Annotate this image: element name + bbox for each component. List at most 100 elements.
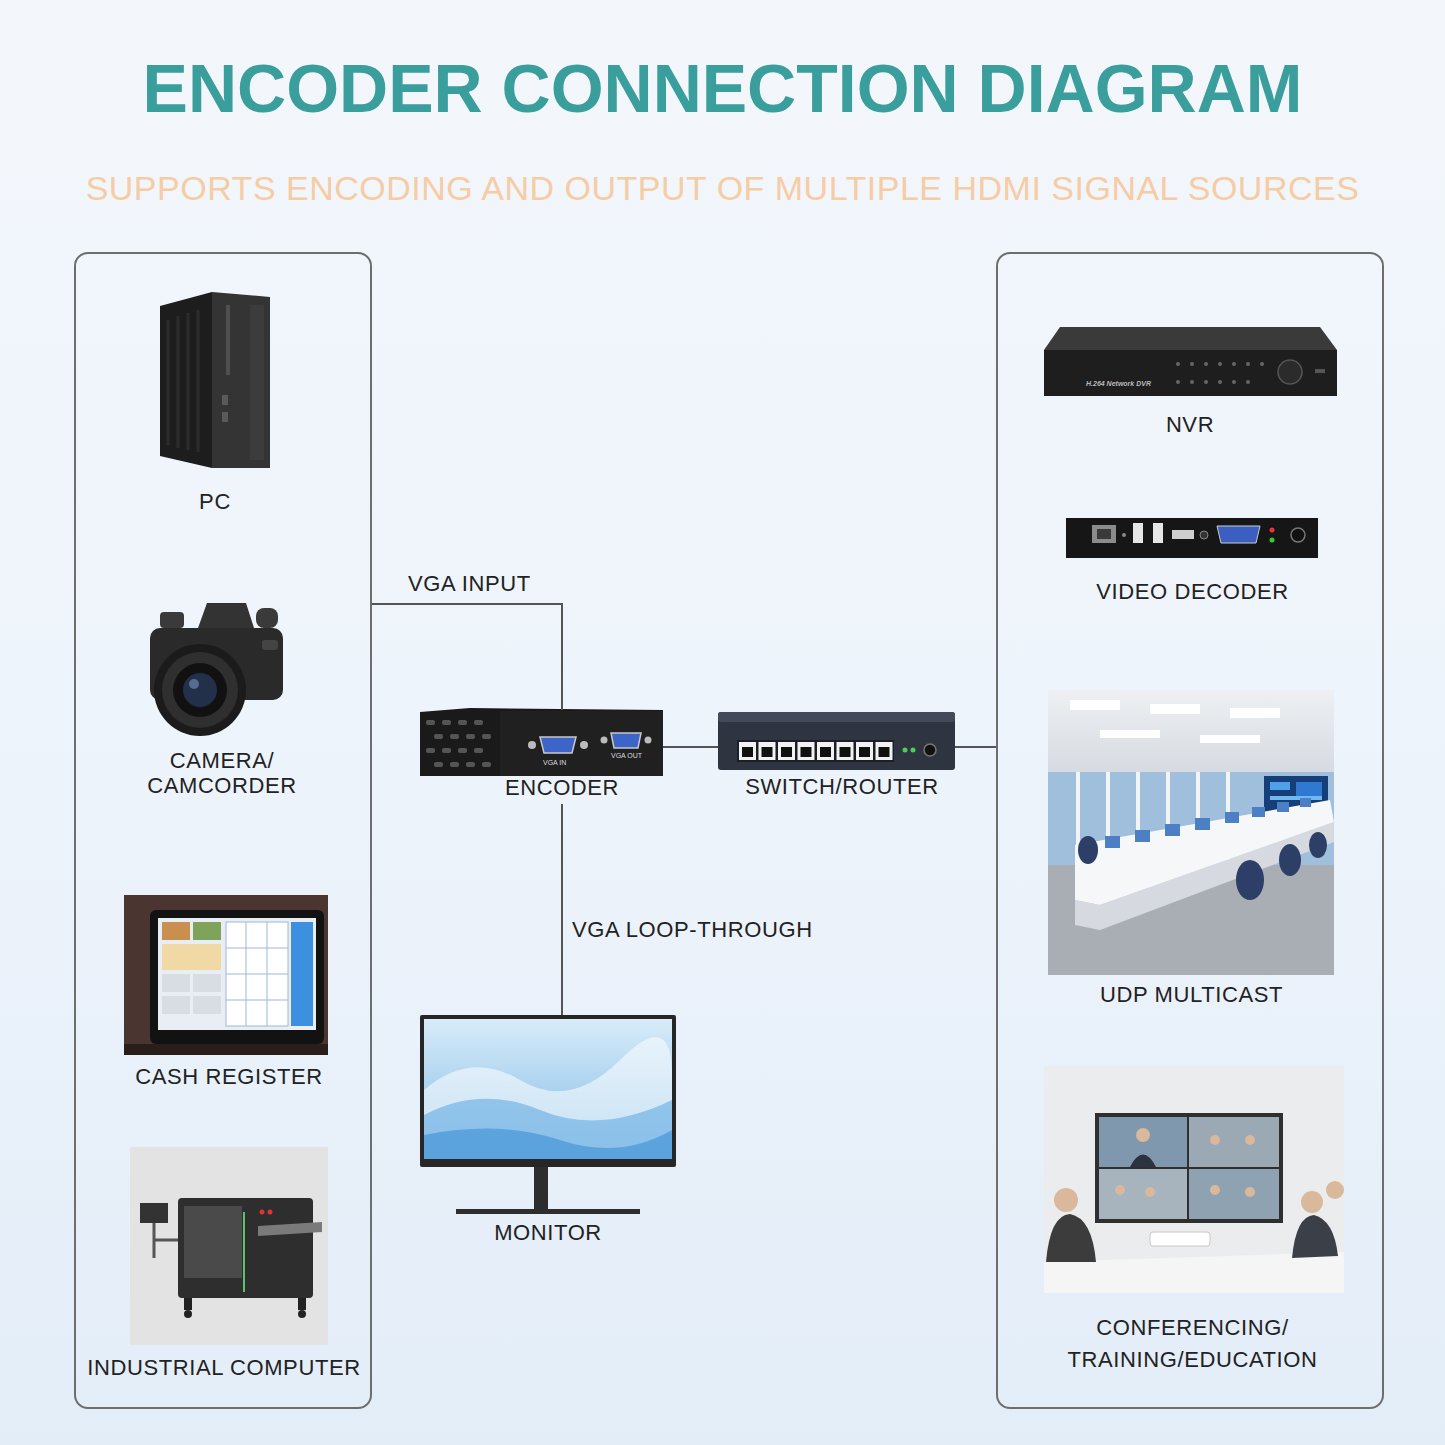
control-room-photo bbox=[1200, 735, 1260, 743]
device-label: CONFERENCING/ TRAINING/EDUCATION bbox=[1040, 1312, 1345, 1376]
camera-illustration bbox=[154, 644, 246, 736]
nvr-illustration bbox=[1176, 380, 1180, 384]
switch-illustration bbox=[718, 712, 955, 770]
conference-photo bbox=[1145, 1187, 1155, 1197]
cash-register-illustration bbox=[193, 996, 221, 1014]
conference-photo bbox=[1099, 1169, 1187, 1219]
switch-illustration bbox=[859, 747, 870, 757]
control-room-photo bbox=[1048, 690, 1334, 975]
control-room-photo bbox=[1048, 690, 1334, 772]
pc-tower-illustration bbox=[212, 292, 270, 468]
nvr-illustration bbox=[1315, 369, 1325, 373]
cash-register-illustration bbox=[162, 974, 190, 992]
signal-cable bbox=[561, 804, 563, 1015]
control-room-photo bbox=[1150, 704, 1200, 714]
output-device: VIDEO DECODER bbox=[1060, 512, 1325, 608]
output-panel: NVRVIDEO DECODERUDP MULTICASTCONFERENCIN… bbox=[996, 252, 1384, 1409]
conference-photo bbox=[1210, 1185, 1220, 1195]
conference-photo bbox=[1054, 1188, 1078, 1212]
monitor-illustration bbox=[456, 1209, 640, 1214]
video-decoder-illustration bbox=[1172, 530, 1194, 539]
monitor-illustration bbox=[420, 1015, 676, 1214]
encoder-illustration bbox=[434, 734, 443, 739]
cash-register-illustration bbox=[193, 922, 221, 940]
control-room-photo bbox=[1165, 824, 1180, 836]
video-decoder-illustration bbox=[1270, 528, 1275, 533]
conference-photo bbox=[1044, 1066, 1344, 1293]
industrial-computer-illustration bbox=[130, 1147, 328, 1345]
device-label: CASH REGISTER bbox=[135, 1061, 323, 1093]
switch-illustration bbox=[879, 747, 890, 757]
switch-illustration bbox=[837, 742, 854, 760]
cash-register-illustration bbox=[158, 918, 316, 1030]
conference-photo bbox=[1189, 1117, 1279, 1167]
pc-tower-illustration bbox=[160, 292, 270, 468]
camera-illustration bbox=[262, 640, 278, 650]
control-room-photo bbox=[1270, 782, 1290, 790]
conference-photo bbox=[1326, 1181, 1344, 1199]
camera-illustration bbox=[162, 652, 238, 728]
encoder-illustration bbox=[458, 720, 467, 725]
nvr-illustration bbox=[1218, 362, 1222, 366]
industrial-computer-illustration bbox=[140, 1203, 168, 1223]
switch-illustration bbox=[820, 747, 831, 757]
industrial-computer-illustration bbox=[243, 1212, 245, 1292]
device-marking: H.264 Network DVR bbox=[1086, 380, 1151, 388]
encoder-illustration bbox=[466, 734, 475, 739]
monitor-illustration bbox=[420, 1015, 676, 1167]
signal-cable bbox=[955, 746, 996, 748]
conference-photo bbox=[1245, 1187, 1255, 1197]
industrial-computer-illustration bbox=[178, 1198, 313, 1298]
switch-illustration bbox=[778, 742, 795, 760]
device-label: MONITOR bbox=[494, 1217, 602, 1249]
switch-illustration bbox=[742, 747, 753, 757]
source-panel: PCCAMERA/ CAMCORDERCASH REGISTERINDUSTRI… bbox=[74, 252, 372, 1409]
switch-illustration bbox=[798, 742, 815, 760]
cash-register-illustration bbox=[291, 922, 313, 1026]
encoder-illustration bbox=[611, 733, 641, 748]
control-room-photo bbox=[1225, 812, 1239, 823]
industrial-computer-illustration bbox=[154, 1239, 178, 1242]
device-label: UDP MULTICAST bbox=[1100, 979, 1283, 1011]
video-decoder-illustration bbox=[1133, 523, 1143, 543]
encoder-illustration bbox=[450, 762, 459, 767]
nvr-illustration bbox=[1204, 380, 1208, 384]
device-label: SWITCH/ROUTER bbox=[745, 771, 939, 803]
pc-tower-illustration bbox=[177, 316, 180, 448]
video-decoder-illustration bbox=[1270, 538, 1275, 543]
port-label: VGA OUT bbox=[611, 752, 642, 760]
video-decoder-illustration bbox=[1153, 523, 1163, 543]
switch-illustration bbox=[781, 747, 792, 757]
encoder-illustration bbox=[482, 734, 491, 739]
industrial-computer-illustration bbox=[268, 1210, 273, 1215]
conference-photo bbox=[1099, 1117, 1187, 1167]
switch-illustration bbox=[737, 740, 894, 762]
encoder-illustration bbox=[601, 737, 608, 744]
nvr-illustration bbox=[1218, 380, 1222, 384]
camera-illustration bbox=[173, 663, 227, 717]
industrial-computer-illustration bbox=[130, 1147, 328, 1345]
encoder-illustration bbox=[474, 720, 483, 725]
switch-illustration bbox=[903, 748, 908, 753]
conference-photo bbox=[1046, 1214, 1096, 1262]
cash-register-illustration bbox=[226, 1000, 288, 1001]
conference-photo bbox=[1292, 1215, 1338, 1258]
control-room-photo bbox=[1230, 708, 1280, 718]
conference-photo bbox=[1150, 1232, 1210, 1246]
video-decoder-illustration bbox=[1066, 518, 1318, 558]
switch-illustration bbox=[911, 748, 916, 753]
nvr-illustration bbox=[1176, 362, 1180, 366]
nvr-illustration bbox=[1260, 362, 1264, 366]
monitor-illustration bbox=[424, 1129, 672, 1159]
camera-illustration bbox=[183, 673, 217, 707]
conference-photo bbox=[1095, 1113, 1283, 1223]
industrial-computer-illustration bbox=[184, 1310, 192, 1318]
pc-tower-illustration bbox=[222, 412, 228, 422]
control-room-photo bbox=[1100, 730, 1160, 738]
encoder-illustration bbox=[442, 720, 451, 725]
encoder-illustration bbox=[645, 737, 652, 744]
nvr-illustration bbox=[1246, 362, 1250, 366]
video-decoder-illustration bbox=[1122, 533, 1126, 537]
control-room-photo bbox=[1277, 802, 1289, 812]
